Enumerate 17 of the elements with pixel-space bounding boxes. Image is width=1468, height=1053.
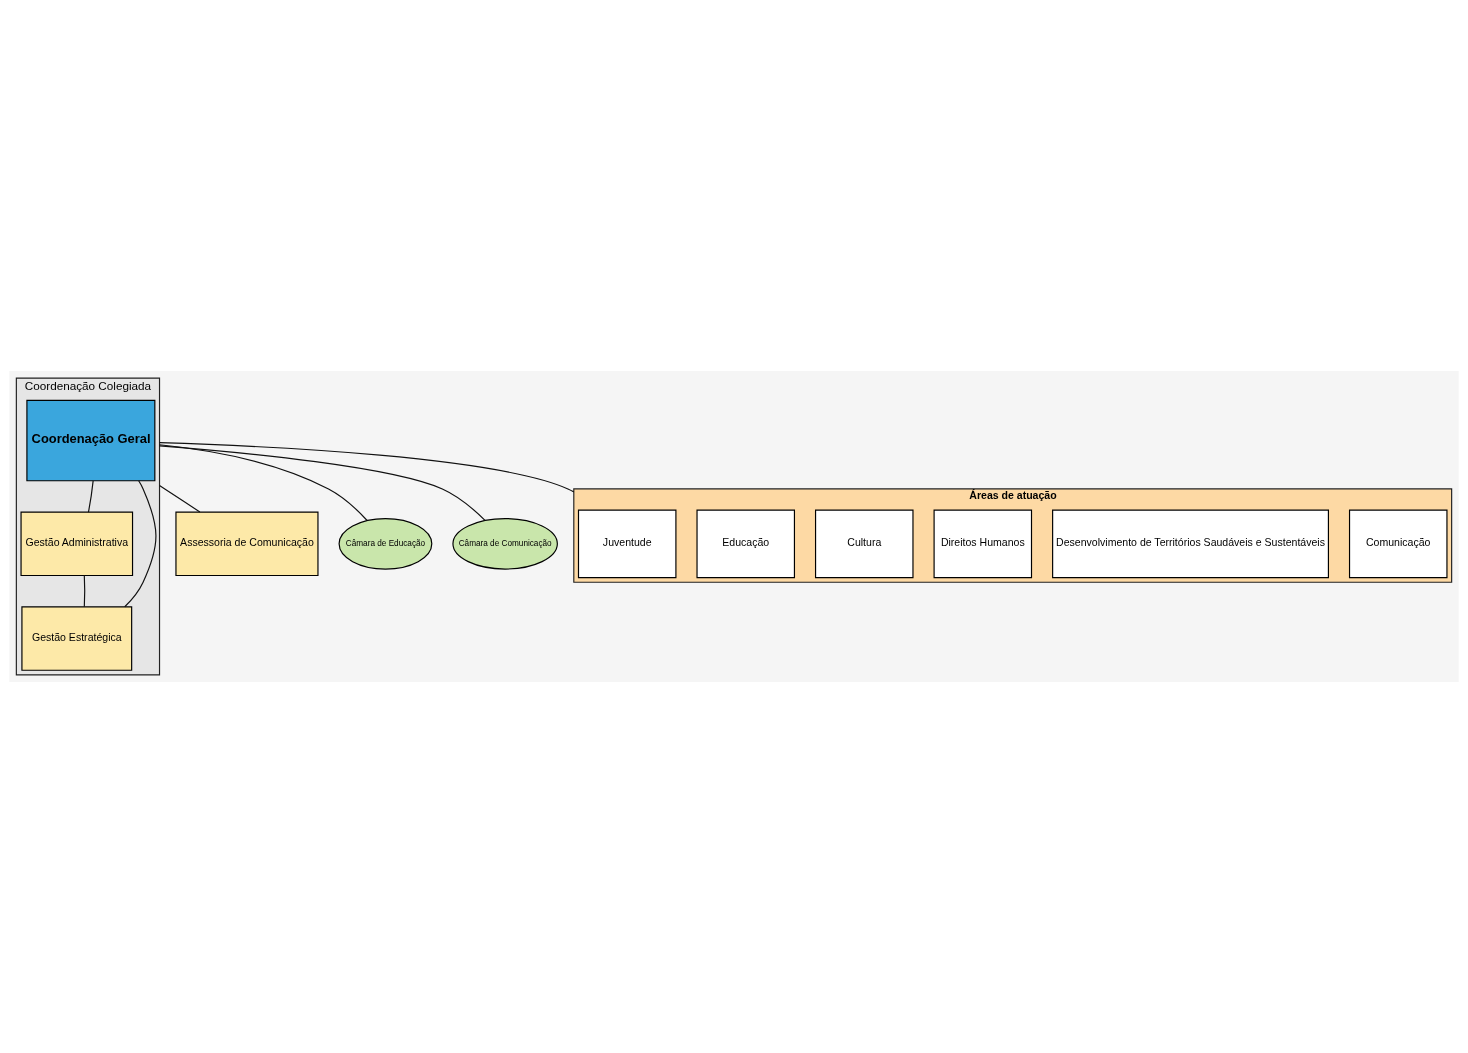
connector <box>87 480 94 513</box>
connector <box>158 484 201 513</box>
connector <box>158 445 486 521</box>
node-box: Educação <box>696 509 796 579</box>
node-box: Gestão Administrativa <box>20 511 134 577</box>
connector <box>83 574 86 608</box>
node-box: Assessoria de Comunicação <box>175 511 319 577</box>
node-box: Desenvolvimento de Territórios Saudáveis e Sustentáveis <box>1052 509 1329 579</box>
node-box: Direitos Humanos <box>933 509 1033 579</box>
connector <box>158 444 368 522</box>
node-box: Comunicação <box>1348 509 1448 579</box>
node-box: Coordenação Geral <box>26 399 156 482</box>
node-box: Gestão Estratégica <box>21 606 133 671</box>
connector <box>124 480 157 608</box>
node-box: Juventude <box>577 509 677 579</box>
node-box: Cultura <box>814 509 914 579</box>
connector <box>158 442 575 493</box>
